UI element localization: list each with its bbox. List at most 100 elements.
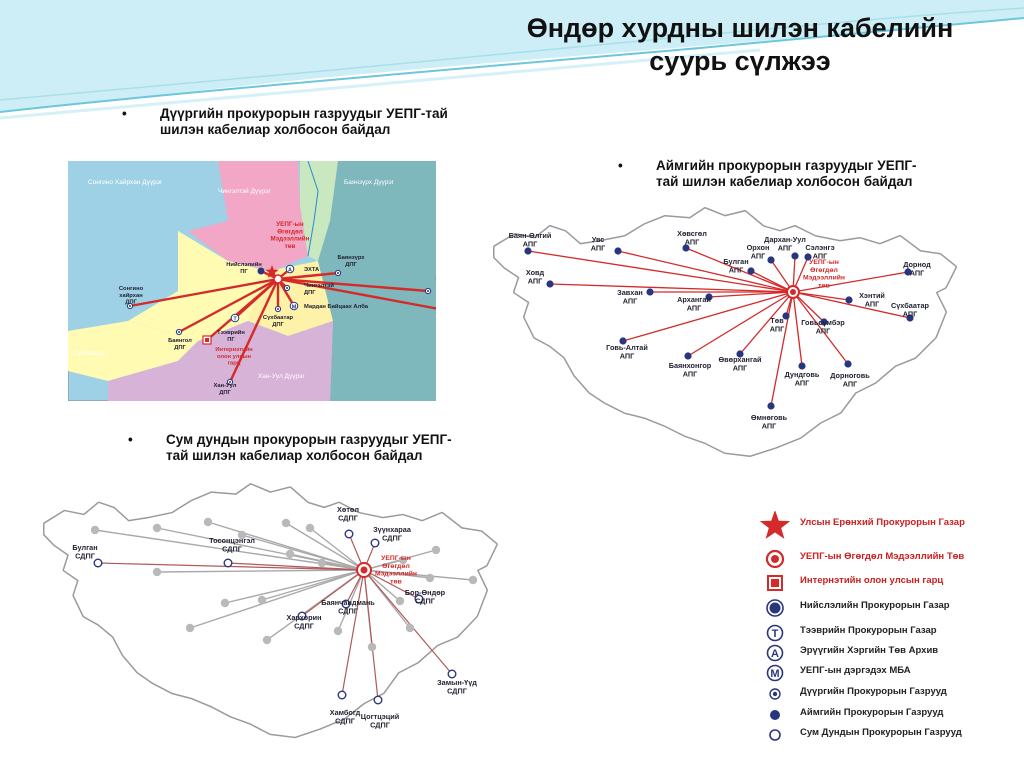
aimag-prosecutor-icon — [546, 280, 554, 288]
soum-cable-line-grey — [241, 534, 365, 571]
district-prosecutor-dot — [229, 381, 231, 383]
soum-prosecutor-icon — [297, 611, 307, 621]
aimag-prosecutor-icon — [820, 318, 828, 326]
aimag-prosecutor-icon — [614, 247, 622, 255]
legend-label: Сум Дундын Прокурорын Газрууд — [800, 727, 962, 738]
soum-grey-node-icon — [220, 598, 230, 608]
soum-grey-node-icon — [425, 573, 435, 583]
aimag-prosecutor-icon — [904, 268, 912, 276]
legend-item: Аймгийн Прокурорын Газрууд — [758, 705, 1008, 725]
soum-prosecutor-icon — [373, 695, 383, 705]
soum-grey-node-icon — [257, 595, 267, 605]
star-shape — [759, 511, 791, 539]
city-cable-line — [276, 278, 296, 307]
soum-cable-line-grey — [337, 569, 365, 632]
header-swoosh — [0, 0, 1024, 120]
letter-a-circle-icon: A — [766, 644, 784, 662]
soum-prosecutor-icon — [223, 558, 233, 568]
aimag-cable-line — [685, 247, 794, 293]
data-center-icon — [273, 274, 283, 284]
district-prosecutor-dot — [337, 272, 339, 274]
aimag-prosecutor-icon — [619, 337, 627, 345]
soum-cable-line — [341, 569, 365, 696]
bullet-icon: • — [618, 158, 623, 173]
aimag-prosecutor-icon — [767, 402, 775, 410]
mongolia-fill — [44, 484, 497, 737]
aimag-cable-line — [687, 291, 794, 357]
soum-grey-node-icon — [317, 558, 327, 568]
region-songino: Сонгино Хайрхан Дүүрэг — [88, 179, 163, 186]
big-dot — [769, 602, 781, 614]
soum-cable-line — [363, 569, 420, 600]
city-cable-line — [277, 277, 429, 293]
letter-ring — [766, 644, 784, 662]
red-square-icon — [767, 575, 783, 591]
aimag-prosecutor-icon — [682, 244, 690, 252]
letter-t-circle-icon: T — [766, 624, 784, 642]
city-label-0: ЭХТА — [304, 267, 320, 273]
bullet-district: • Дүүргийн прокурорын газруудыг УЕПГ-тай… — [122, 106, 448, 138]
bullet-icon: • — [128, 432, 133, 447]
aimag-prosecutor-icon — [845, 296, 853, 304]
region-chingeltei: Чингэлтэй Дүүрэг — [218, 188, 271, 195]
legend-label: Эрүүгийн Хэргийн Төв Архив — [800, 645, 939, 656]
soum-cable-line-grey — [309, 527, 365, 571]
data-center-core — [790, 289, 796, 295]
letter-glyph: M — [770, 668, 779, 680]
letter-glyph: M — [292, 304, 297, 310]
aimag-prosecutor-icon — [844, 360, 852, 368]
soum-cable-line — [97, 562, 365, 571]
square-core — [771, 579, 779, 587]
aimag-cable-line — [617, 250, 794, 293]
page-title: Өндөр хурдны шилэн кабелийн суурь сүлжээ — [480, 12, 1000, 78]
aimag-cable-line — [549, 283, 794, 293]
red-star-icon — [759, 511, 791, 539]
red-target-icon — [765, 549, 785, 569]
bullet-soum-line2: тай шилэн кабелиар холбосон байдал — [166, 448, 423, 463]
district-prosecutor-dot — [427, 290, 429, 292]
soum-grey-node-icon — [262, 635, 272, 645]
soum-cable-line — [363, 569, 379, 701]
bullet-soum-line1: Сум дундын прокурорын газруудыг УЕПГ- — [166, 432, 452, 447]
aimag-cable-line — [708, 291, 794, 298]
small-dot — [772, 691, 778, 697]
legend-label: Аймгийн Прокурорын Газрууд — [800, 707, 944, 718]
dot-circle-icon — [769, 688, 781, 700]
letter-m-circle-icon: M — [766, 664, 784, 682]
aimag-prosecutor-icon — [804, 253, 812, 261]
target-core — [771, 555, 779, 563]
letter-circle-icon — [289, 301, 299, 311]
soum-grey-node-icon — [468, 575, 478, 585]
bullet-icon: • — [122, 106, 127, 121]
soum-cable-line-grey — [156, 569, 365, 573]
soum-cable-line-grey — [261, 569, 365, 601]
district-prosecutor-dot — [286, 287, 288, 289]
letter-ring — [766, 624, 784, 642]
city-cable-line — [178, 277, 279, 334]
data-center-core — [360, 566, 368, 574]
city-cable-line — [277, 277, 436, 310]
soum-cable-line — [363, 569, 453, 675]
city-cable-line — [228, 278, 280, 383]
